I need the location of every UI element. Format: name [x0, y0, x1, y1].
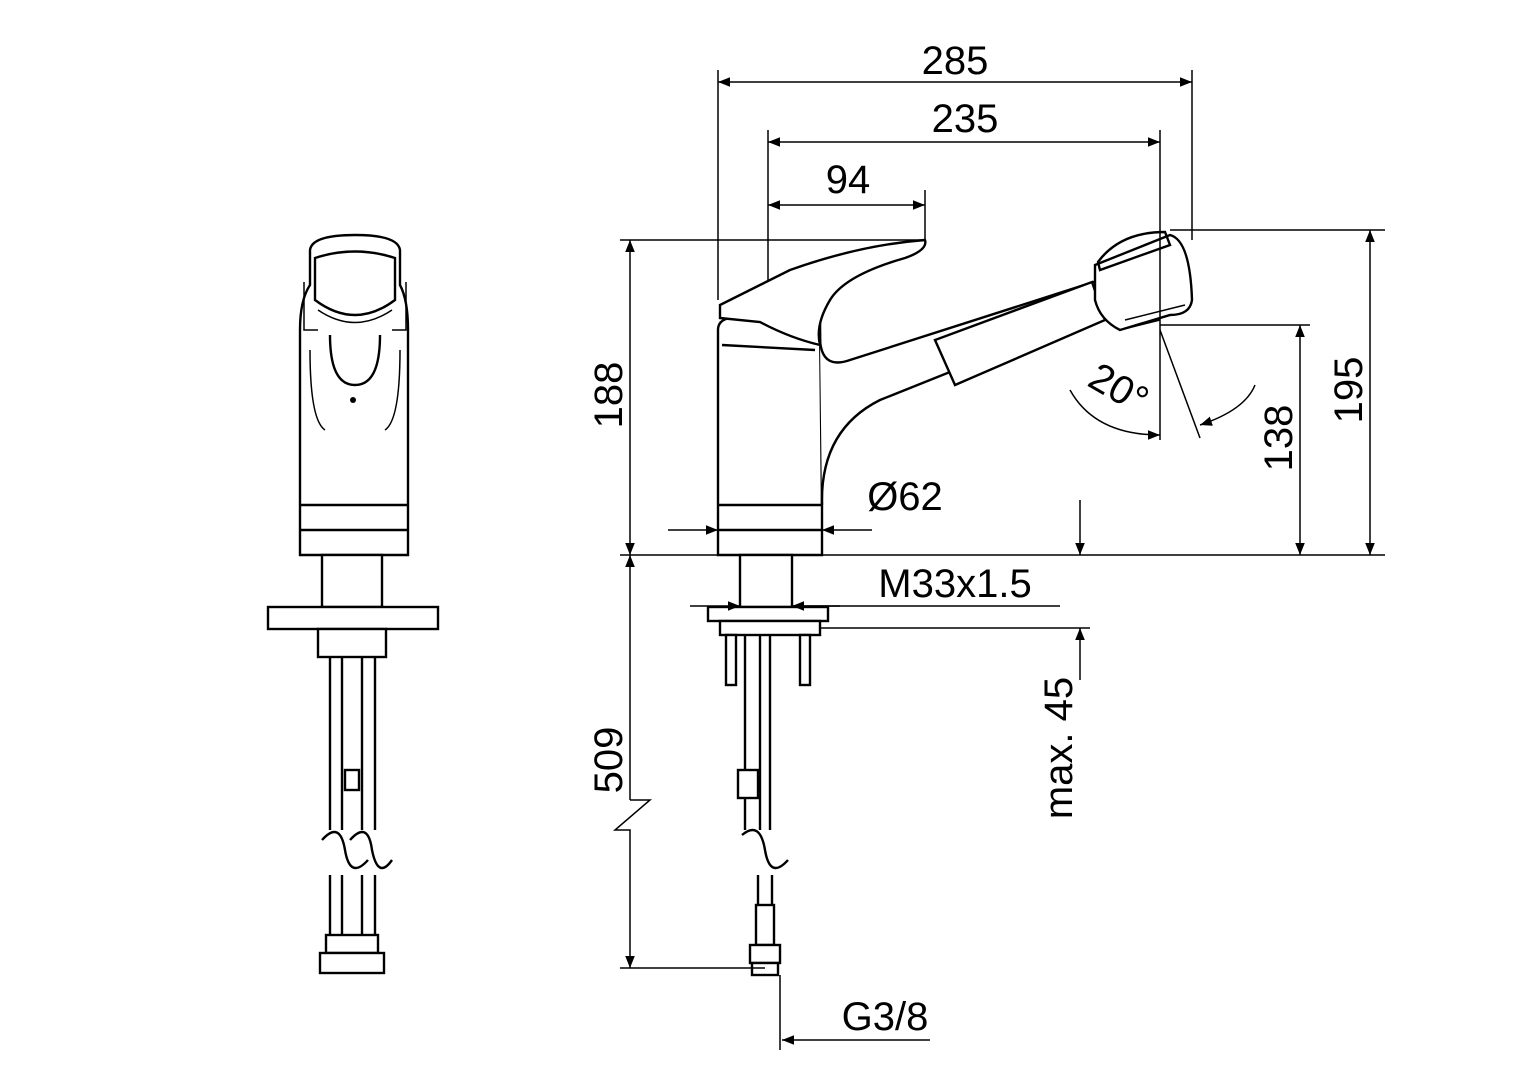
dim-285: 285 — [922, 39, 989, 83]
dimension-lines — [612, 70, 1385, 1050]
dim-138: 138 — [1257, 405, 1301, 472]
dim-94: 94 — [826, 158, 871, 202]
dimension-labels: 285 235 94 188 195 138 20° Ø62 M33x1.5 m… — [587, 39, 1371, 1039]
dim-188: 188 — [587, 362, 631, 429]
dim-max45: max. 45 — [1037, 677, 1081, 819]
dim-angle: 20° — [1081, 355, 1155, 423]
side-view — [706, 230, 1194, 977]
front-view — [266, 233, 440, 975]
dim-195: 195 — [1327, 357, 1371, 424]
dim-235: 235 — [932, 97, 999, 141]
dim-diameter: Ø62 — [867, 475, 943, 519]
dim-thread: M33x1.5 — [878, 562, 1031, 606]
dim-509: 509 — [587, 727, 631, 794]
dim-connection: G3/8 — [842, 995, 929, 1039]
